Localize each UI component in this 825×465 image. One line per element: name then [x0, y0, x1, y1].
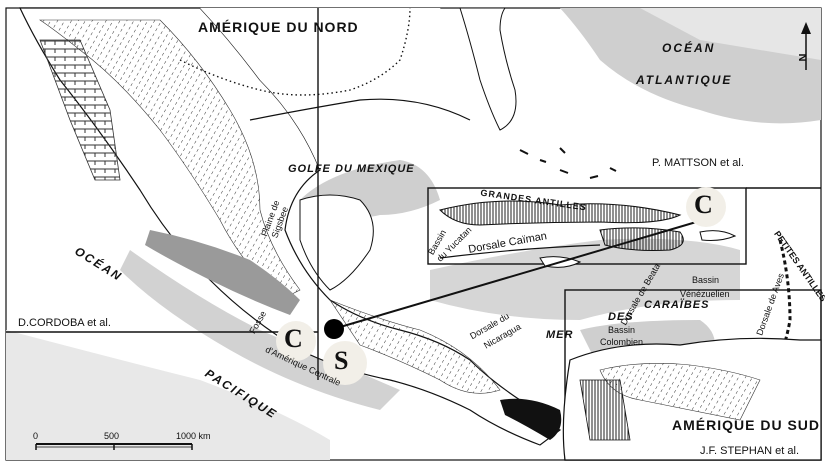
section-line-cs	[329, 214, 721, 331]
marker-c-west: C	[284, 324, 303, 353]
caribbean-deep-zone	[430, 238, 740, 320]
section-point-s	[324, 319, 344, 339]
label-atlantic-1: OCÉAN	[662, 41, 716, 55]
label-des: DES	[608, 311, 634, 323]
atlantic-shelf-inner	[640, 8, 821, 60]
south-america-striped-zone	[579, 379, 631, 441]
label-venezuelan-1: Bassin	[692, 275, 720, 285]
us-border-dotted	[179, 7, 411, 96]
label-colombian-2: Colombien	[600, 337, 644, 347]
gulf-coast	[200, 8, 520, 170]
label-cordoba: D.CORDOBA et al.	[18, 317, 111, 329]
scale-tick-1000: 1000 km	[176, 431, 211, 441]
label-caraibes: CARAÏBES	[644, 299, 710, 311]
marker-c-east: C	[694, 190, 713, 219]
label-south-america: AMÉRIQUE DU SUD	[672, 417, 821, 433]
us-gulf-coastline	[249, 98, 471, 121]
marker-c-west-halo	[276, 321, 316, 361]
marker-c-east-halo	[686, 187, 726, 227]
label-mer: MER	[546, 329, 574, 341]
puerto-rico	[699, 230, 737, 241]
bahamas-islands	[519, 147, 617, 179]
florida	[459, 7, 517, 131]
label-atlantic-2: ATLANTIQUE	[636, 73, 733, 87]
label-stephan: J.F. STEPHAN et al.	[700, 445, 800, 457]
label-gulf: GOLFE DU MEXIQUE	[288, 163, 415, 175]
andes-dash	[599, 363, 761, 421]
panama-black	[500, 398, 562, 440]
scale-tick-500: 500	[104, 431, 120, 441]
marker-s-halo	[323, 341, 367, 385]
baja-striped-zone	[39, 39, 121, 181]
cuba	[439, 200, 682, 226]
label-north-america: AMÉRIQUE DU NORD	[198, 19, 359, 35]
cayman-fault	[439, 244, 601, 259]
central-america-dash	[329, 299, 501, 394]
north-label: N	[797, 53, 810, 62]
mattson-study-area	[427, 187, 747, 265]
yucatan-peninsula	[299, 194, 374, 291]
label-venezuelan-2: Vénézuelien	[680, 289, 730, 299]
scale-tick-0: 0	[33, 431, 39, 441]
label-colombian-1: Bassin	[608, 325, 636, 335]
label-mattson: P. MATTSON et al.	[652, 157, 744, 169]
pacific-shelf-zone	[6, 330, 330, 460]
central-gray-belt	[145, 230, 300, 315]
marker-s: S	[334, 346, 349, 375]
